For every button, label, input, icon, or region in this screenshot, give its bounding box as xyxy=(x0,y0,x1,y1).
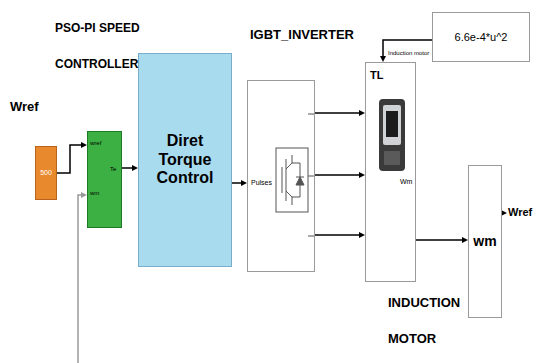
inverter-title: IGBT_INVERTER xyxy=(250,28,354,43)
signal-connector xyxy=(232,180,247,186)
motor-picture xyxy=(366,63,415,281)
block-text: 6.6e-4*u^2 xyxy=(455,31,508,44)
signal-connector xyxy=(416,237,468,243)
motor-block: TL Wm xyxy=(365,62,416,282)
block-text: wm xyxy=(473,233,496,249)
signal-name: Wref xyxy=(508,206,532,219)
block-text: Te xyxy=(110,166,116,173)
signal-connector xyxy=(122,165,138,171)
signal-connector xyxy=(315,110,365,238)
igbt-symbol xyxy=(248,81,314,271)
block-text: wref xyxy=(90,140,101,147)
constant-block: 500 xyxy=(35,146,57,200)
feedback-wire xyxy=(78,195,84,363)
connector-line xyxy=(315,113,360,235)
block-text: wm xyxy=(90,190,99,197)
motor-title: INDUCTION MOTOR xyxy=(388,285,468,357)
speed-output-block: wm xyxy=(468,165,502,318)
block-text: Diret Torque Control xyxy=(142,132,228,187)
connector-line xyxy=(232,182,242,184)
connector-line xyxy=(416,239,463,241)
inverter-block: Pulses xyxy=(247,80,315,272)
block-text: Wm xyxy=(400,178,412,186)
signal-connector xyxy=(57,142,87,173)
signal-connector xyxy=(380,40,432,62)
speed-controller-block: wref wm Te xyxy=(87,131,122,228)
block-name: Induction motor xyxy=(388,50,429,57)
connector-line xyxy=(57,145,82,173)
block-text: 500 xyxy=(40,169,52,177)
torque-control-block: Diret Torque Control xyxy=(138,53,232,267)
signal-name: Wref xyxy=(10,100,39,115)
connector-line xyxy=(383,40,432,57)
function-block: 6.6e-4*u^2 xyxy=(432,12,530,62)
block-text: TL xyxy=(370,69,383,81)
controller-title: PSO-PI SPEED CONTROLLER xyxy=(55,10,150,82)
block-text: Pulses xyxy=(251,179,272,187)
connector-line xyxy=(122,167,133,169)
